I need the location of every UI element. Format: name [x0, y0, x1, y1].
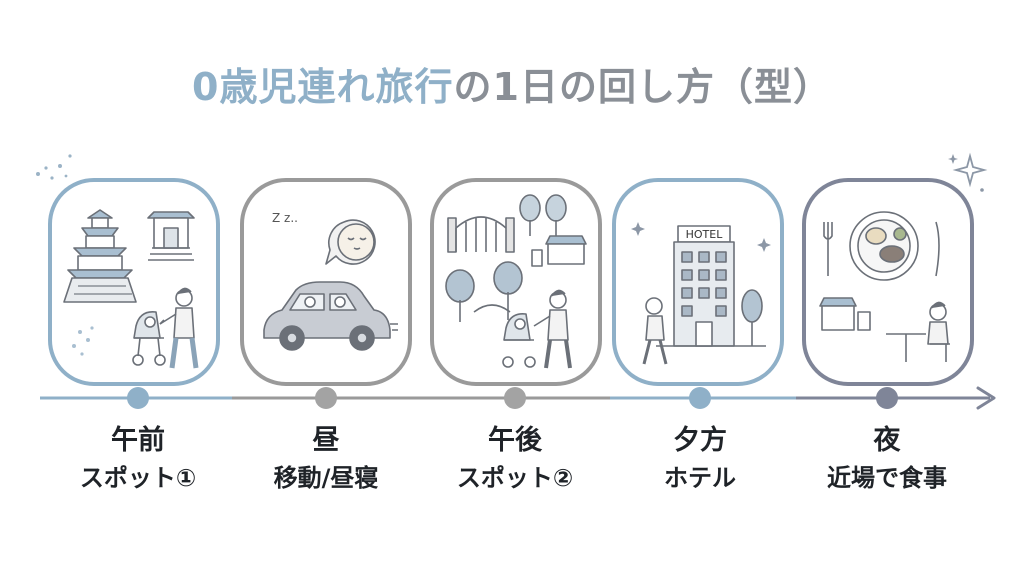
panel-evening: HOTEL [612, 178, 784, 386]
step-activity: 移動/昼寝 [273, 464, 379, 492]
panel-morning [48, 178, 220, 386]
park-stroller-icon [445, 194, 587, 369]
sparkle-left-icon [36, 154, 72, 180]
step-label-5: 夜 近場で食事 [792, 424, 982, 494]
dinner-icon [819, 211, 950, 362]
timeline-dot-1 [127, 387, 149, 409]
step-activity: スポット② [456, 464, 574, 492]
step-activity: スポット① [79, 464, 197, 492]
step-label-1: 午前 スポット① [43, 424, 233, 494]
hotel-sign: HOTEL [686, 228, 724, 241]
svg-text:Z z..: Z z.. [272, 211, 298, 225]
step-activity: ホテル [664, 464, 736, 492]
sparkle-right-icon [948, 152, 988, 192]
step-time: 午前 [111, 425, 165, 456]
step-label-2: 昼 移動/昼寝 [231, 424, 421, 494]
step-activity: 近場で食事 [827, 464, 947, 492]
car-sleeping-icon: Z z.. [263, 211, 398, 351]
timeline-dot-5 [876, 387, 898, 409]
timeline-dot-3 [504, 387, 526, 409]
hotel-icon: HOTEL [631, 222, 771, 365]
title-rest: の1日の回し方（型） [453, 65, 832, 109]
step-time: 午後 [488, 425, 542, 456]
panel-noon: Z z.. [240, 178, 412, 386]
timeline-dot-2 [315, 387, 337, 409]
panel-night [802, 178, 974, 386]
panel-afternoon [430, 178, 602, 386]
title-highlight: 0歳児連れ旅行 [192, 65, 454, 109]
castle-temple-stroller-icon [63, 209, 199, 369]
step-time: 夕方 [673, 425, 727, 456]
step-label-4: 夕方 ホテル [605, 424, 795, 494]
page-title: 0歳児連れ旅行の1日の回し方（型） [0, 62, 1024, 112]
step-label-3: 午後 スポット② [420, 424, 610, 494]
timeline-dot-4 [689, 387, 711, 409]
step-time: 夜 [873, 425, 901, 456]
step-time: 昼 [312, 425, 340, 456]
